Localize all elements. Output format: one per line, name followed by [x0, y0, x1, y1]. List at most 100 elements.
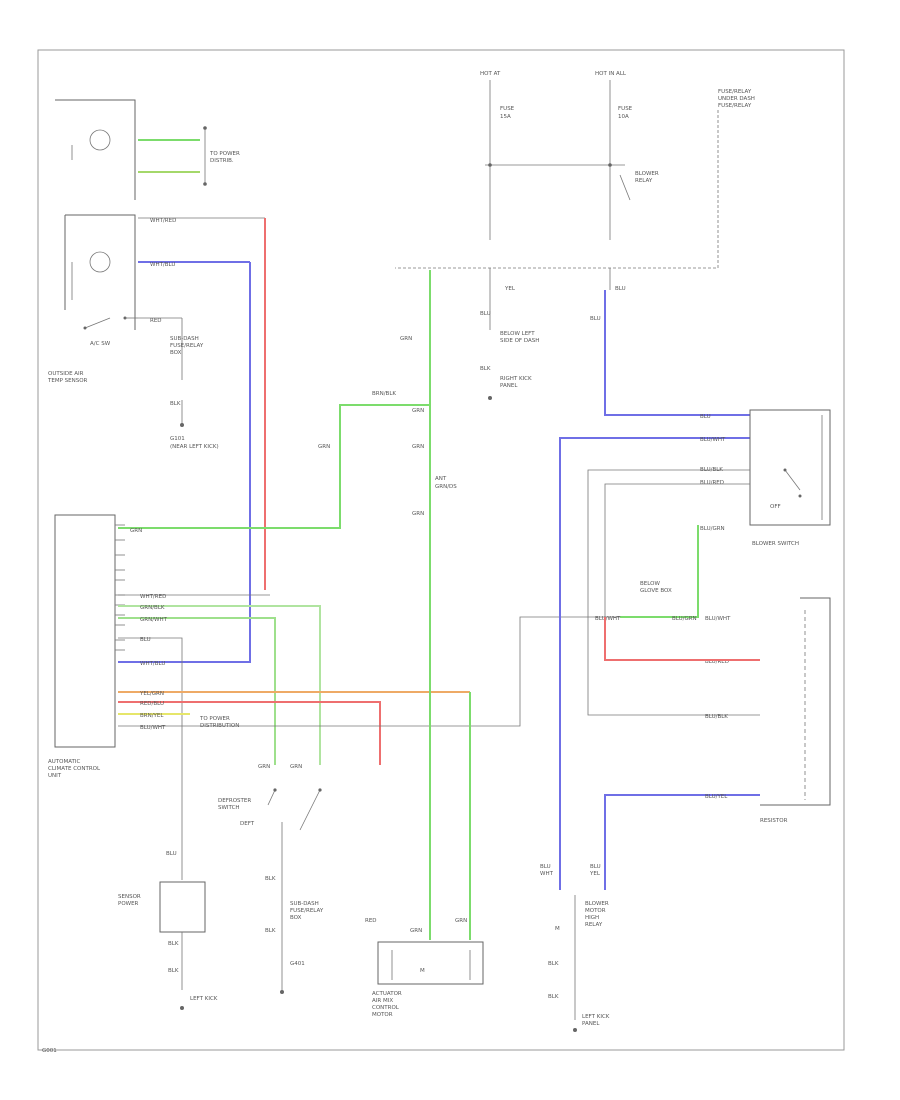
wire-label-wht-blu: WHT/BLU [150, 262, 175, 268]
ground-bottom-left: LEFT KICK [190, 996, 218, 1002]
svg-text:BLU/BLK: BLU/BLK [705, 714, 728, 720]
svg-text:GRN: GRN [412, 408, 424, 414]
connector-top-label: TO POWER [209, 151, 240, 157]
svg-text:GRN: GRN [412, 444, 424, 450]
wire-red-resistor [604, 617, 760, 661]
left-bottom-sensor: BLU SENSOR POWER BLK BLK LEFT KICK [118, 851, 218, 1010]
diagram-border [37, 49, 845, 1051]
svg-text:POWER: POWER [118, 901, 139, 907]
top-left-components: A/C SW OUTSIDE AIR TEMP SENSOR TO POWER … [47, 99, 265, 450]
svg-text:BLU: BLU [615, 286, 626, 292]
svg-text:YEL/GRN: YEL/GRN [139, 691, 164, 697]
svg-text:WHT: WHT [540, 871, 554, 877]
wire-blue-right-mid [559, 437, 750, 890]
svg-text:PANEL: PANEL [500, 383, 518, 389]
svg-text:BLU: BLU [700, 414, 711, 420]
svg-text:BOX: BOX [170, 350, 182, 356]
svg-text:SWITCH: SWITCH [218, 805, 240, 811]
footer-id: G001 [42, 1048, 57, 1054]
amp-ctrl-title: AUTOMATIC [48, 759, 81, 765]
fuse-right-label: HOT IN ALL [595, 71, 627, 77]
wire-label-wht-red: WHT/RED [150, 218, 176, 224]
svg-text:BLK: BLK [168, 968, 179, 974]
svg-text:BLK: BLK [265, 876, 276, 882]
amp-ctrl-title-2: CLIMATE CONTROL [48, 766, 101, 772]
blower-motor: BLU WHT BLU YEL BLOWER MOTOR HIGH RELAY … [540, 864, 610, 1032]
svg-text:FUSE/RELAY: FUSE/RELAY [718, 103, 752, 109]
wire-green-upper [118, 404, 430, 529]
svg-text:BLU/RED: BLU/RED [700, 480, 724, 486]
mode-motor-label: ACTUATOR [372, 991, 402, 997]
svg-text:M: M [420, 968, 425, 974]
svg-text:WHT/RED: WHT/RED [140, 594, 166, 600]
svg-text:ANT: ANT [435, 476, 447, 482]
svg-text:GLOVE BOX: GLOVE BOX [640, 588, 672, 594]
svg-text:BLK: BLK [170, 401, 181, 407]
defrost-switch: GRN GRN DEFROSTER SWITCH DEFT BLK SUB-DA… [218, 764, 324, 994]
svg-text:DISTRIBUTION: DISTRIBUTION [200, 723, 239, 729]
svg-text:PANEL: PANEL [582, 1021, 600, 1027]
fuse-left-label: HOT AT [480, 71, 501, 77]
wire-label-red: RED [150, 318, 162, 324]
svg-text:RELAY: RELAY [635, 178, 653, 184]
svg-text:BLU/GRN: BLU/GRN [672, 616, 697, 622]
svg-text:BLU: BLU [590, 864, 601, 870]
svg-text:SUB-DASH: SUB-DASH [170, 336, 199, 342]
svg-text:10A: 10A [618, 114, 629, 120]
top-fuses: HOT AT HOT IN ALL FUSE/RELAY UNDER DASH … [395, 71, 755, 400]
svg-text:GRN: GRN [455, 918, 467, 924]
svg-text:BLU/YEL: BLU/YEL [705, 794, 728, 800]
svg-text:BLU: BLU [540, 864, 551, 870]
svg-text:FUSE/RELAY: FUSE/RELAY [290, 908, 324, 914]
svg-text:BLK: BLK [548, 961, 559, 967]
svg-text:MOTOR: MOTOR [585, 908, 606, 914]
mode-motor-sub: CONTROL [372, 1005, 400, 1011]
wire-green-low [118, 617, 276, 765]
svg-text:BLOWER: BLOWER [635, 171, 659, 177]
component-left-title-2: TEMP SENSOR [47, 378, 88, 384]
svg-text:BLK: BLK [480, 366, 491, 372]
svg-text:GRN: GRN [258, 764, 270, 770]
svg-text:BLU/WHT: BLU/WHT [140, 725, 166, 731]
fuse-box-label: FUSE/RELAY [718, 89, 752, 95]
svg-text:HIGH: HIGH [585, 915, 599, 921]
wire-blue-long [118, 262, 251, 663]
svg-text:GRN: GRN [130, 528, 142, 534]
wire-green-resistor [620, 525, 699, 618]
svg-text:BLU/WHT: BLU/WHT [595, 616, 621, 622]
svg-text:BELOW: BELOW [640, 581, 660, 587]
svg-text:YEL: YEL [504, 286, 516, 292]
svg-text:BLOWER: BLOWER [585, 901, 609, 907]
svg-text:AIR MIX: AIR MIX [372, 998, 393, 1004]
svg-text:BLU: BLU [166, 851, 177, 857]
blower-switch-label: BLOWER SWITCH [752, 541, 799, 547]
svg-text:BRN/YEL: BRN/YEL [140, 713, 164, 719]
svg-text:BLU/WHT: BLU/WHT [705, 616, 731, 622]
svg-text:RELAY: RELAY [585, 922, 603, 928]
resistor-label: RESISTOR [760, 818, 788, 824]
svg-text:GRN: GRN [318, 444, 330, 450]
svg-text:UNDER DASH: UNDER DASH [718, 96, 755, 102]
left-control-unit: AUTOMATIC CLIMATE CONTROL UNIT GRN WHT/R… [48, 404, 620, 880]
svg-text:TO POWER: TO POWER [199, 716, 230, 722]
component-left-title: OUTSIDE AIR [48, 371, 84, 377]
ground-bottom-right: LEFT KICK [582, 1014, 610, 1020]
svg-text:FUSE: FUSE [618, 106, 633, 112]
svg-text:BLK: BLK [265, 928, 276, 934]
svg-text:GRN: GRN [410, 928, 422, 934]
svg-text:WHT/BLU: WHT/BLU [140, 661, 165, 667]
svg-text:YEL: YEL [589, 871, 601, 877]
svg-text:BLU/GRN: BLU/GRN [700, 526, 725, 532]
svg-text:GRN: GRN [290, 764, 302, 770]
svg-text:GRN: GRN [400, 336, 412, 342]
amp-ctrl-title-3: UNIT [48, 773, 62, 779]
svg-text:DEFT: DEFT [240, 821, 255, 827]
svg-text:M: M [555, 926, 560, 932]
svg-text:BRN/BLK: BRN/BLK [372, 391, 396, 397]
svg-text:RED/BLU: RED/BLU [140, 701, 164, 707]
svg-text:BELOW LEFT: BELOW LEFT [500, 331, 535, 337]
svg-text:OFF: OFF [770, 504, 781, 510]
svg-text:(NEAR LEFT KICK): (NEAR LEFT KICK) [170, 444, 219, 450]
component-b-label: A/C SW [90, 341, 111, 347]
